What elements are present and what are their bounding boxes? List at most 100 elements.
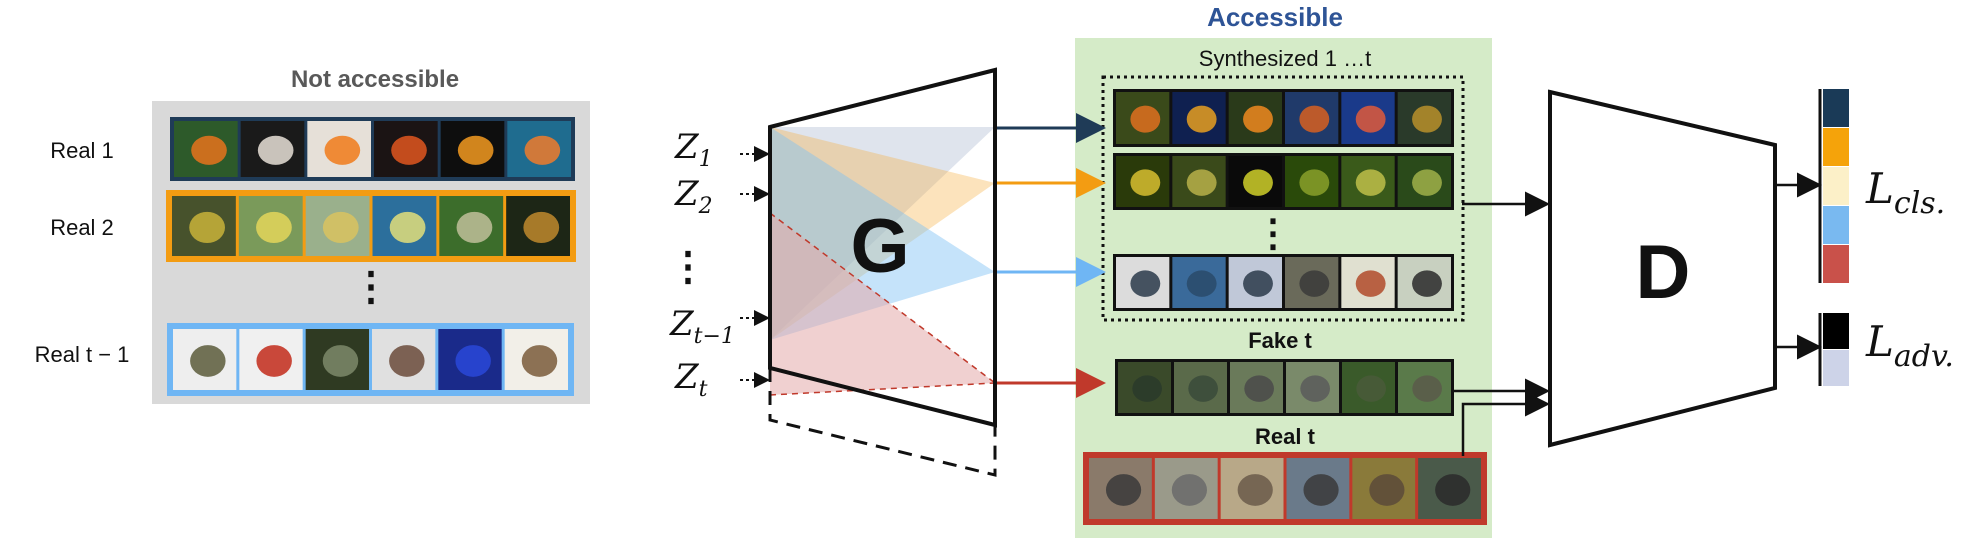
- accessible-panel: Accessible Synthesized 1 …t ⋮ Fake t Rea…: [1075, 2, 1492, 538]
- thumbnail-subject: [1186, 270, 1217, 297]
- thumbnail-subject: [1412, 270, 1442, 297]
- loss-adv: Ladv.: [1865, 317, 1954, 374]
- thumbnail-subject: [256, 211, 292, 244]
- discriminator-trapezoid: [1548, 89, 1777, 448]
- svg-text:Z1: Z1: [674, 127, 713, 172]
- synthesized-title: Synthesized 1 …t: [1199, 46, 1371, 71]
- real-t-label: Real t: [1255, 424, 1316, 449]
- thumbnail-subject: [1171, 474, 1207, 506]
- thumbnail-subject: [1355, 105, 1386, 133]
- thumbnail-subject: [1243, 270, 1273, 297]
- strip-frame: [1115, 359, 1454, 416]
- z-input-1: Z1: [674, 127, 770, 172]
- z-input-2: Z2: [674, 174, 770, 219]
- strip-frame: [1113, 254, 1454, 311]
- thumbnail-subject: [1130, 270, 1161, 297]
- thumbnail-subject: [1130, 105, 1161, 133]
- thumbnail-subject: [1299, 270, 1330, 297]
- arrow-real-t-to-d: [1461, 391, 1550, 456]
- generator-label: G: [850, 204, 909, 289]
- cls-bar-segment: [1823, 89, 1849, 127]
- image-strip-synth-2: [1113, 153, 1454, 210]
- synthesized-ellipsis: ⋮: [1254, 213, 1292, 255]
- accessible-title: Accessible: [1207, 2, 1343, 32]
- thumbnail-subject: [1243, 105, 1273, 133]
- z-input-t: Zt: [674, 357, 770, 402]
- not-accessible-title: Not accessible: [291, 66, 459, 93]
- cls-bar-segment: [1823, 128, 1849, 166]
- not-accessible-ellipsis: ⋮: [351, 265, 391, 309]
- thumbnail-subject: [391, 135, 427, 165]
- thumbnail-subject: [1412, 169, 1442, 196]
- discriminator-block: D Lcls. Ladv.: [1548, 89, 1954, 448]
- thumbnail-subject: [521, 345, 558, 377]
- thumbnail-subject: [324, 135, 361, 165]
- thumbnail-subject: [1186, 169, 1217, 196]
- thumbnail-subject: [1369, 474, 1405, 506]
- fake-t-label: Fake t: [1248, 328, 1312, 353]
- image-strip-real-2: [166, 190, 576, 262]
- row-label-real-2: Real 2: [50, 215, 114, 240]
- thumbnail-subject: [389, 345, 425, 377]
- image-strip-real-t: [1083, 452, 1487, 525]
- svg-text:Zt: Zt: [674, 357, 708, 402]
- adv-bar-segment: [1823, 313, 1849, 349]
- thumbnail-subject: [257, 135, 294, 165]
- image-strip-real-1: [170, 117, 575, 181]
- thumbnail-subject: [1188, 375, 1218, 402]
- thumbnail-subject: [1412, 105, 1442, 133]
- thumbnail-subject: [457, 135, 494, 165]
- loss-cls: Lcls.: [1865, 164, 1945, 221]
- z-ellipsis: ⋮: [668, 245, 708, 289]
- thumbnail-subject: [1300, 375, 1330, 402]
- thumbnail-subject: [1186, 105, 1217, 133]
- thumbnail-subject: [1299, 169, 1330, 196]
- discriminator-label: D: [1636, 230, 1691, 315]
- z-input-t-1: Zt−1: [669, 304, 770, 349]
- cls-output-bar: [1823, 89, 1849, 283]
- thumbnail-subject: [523, 211, 560, 244]
- thumbnail-subject: [189, 211, 225, 244]
- thumbnail-subject: [1132, 375, 1162, 402]
- image-strip-synth-t-1: [1113, 254, 1454, 311]
- thumbnail-subject: [322, 345, 359, 377]
- thumbnail-subject: [1130, 169, 1161, 196]
- cls-bar-segment: [1823, 206, 1849, 244]
- row-label-real-t-1: Real t − 1: [35, 342, 130, 367]
- thumbnail-subject: [322, 211, 359, 244]
- image-strip-synth-1: [1113, 89, 1454, 147]
- adv-output-bar: [1823, 313, 1849, 386]
- adv-bar-segment: [1823, 350, 1849, 386]
- cone-fake-t-edge-top: [769, 212, 996, 384]
- strip-frame: [1113, 89, 1454, 147]
- thumbnail-subject: [256, 345, 292, 377]
- thumbnail-subject: [524, 135, 561, 165]
- thumbnail-subject: [1244, 375, 1274, 402]
- thumbnail-subject: [1355, 169, 1386, 196]
- thumbnail-subject: [1105, 474, 1142, 506]
- svg-text:Z2: Z2: [674, 174, 713, 219]
- strip-frame: [1113, 153, 1454, 210]
- generator-extension-dashed: [768, 368, 997, 477]
- not-accessible-panel: Not accessible Real 1 Real 2 Real t − 1 …: [35, 66, 590, 404]
- svg-text:Zt−1: Zt−1: [669, 304, 735, 349]
- thumbnail-subject: [1435, 474, 1471, 506]
- thumbnail-subject: [1303, 474, 1339, 506]
- thumbnail-subject: [1412, 375, 1442, 402]
- thumbnail-subject: [1243, 169, 1273, 196]
- row-label-real-1: Real 1: [50, 138, 114, 163]
- generator-block: G Z1 Z2 ⋮ Zt−1 Zt: [668, 67, 997, 477]
- thumbnail-subject: [1355, 270, 1386, 297]
- cone-fake-t: [770, 213, 995, 395]
- image-strip-real-t-1: [167, 323, 574, 396]
- cls-bar-segment: [1823, 167, 1849, 205]
- cone-fake-t-edge-bottom: [769, 382, 996, 396]
- thumbnail-subject: [455, 345, 491, 377]
- image-strip-fake-t: [1115, 359, 1454, 416]
- thumbnail-subject: [456, 211, 493, 244]
- thumbnail-subject: [1299, 105, 1330, 133]
- thumbnail-subject: [1356, 375, 1386, 402]
- thumbnail-subject: [191, 135, 227, 165]
- thumbnail-subject: [190, 345, 226, 377]
